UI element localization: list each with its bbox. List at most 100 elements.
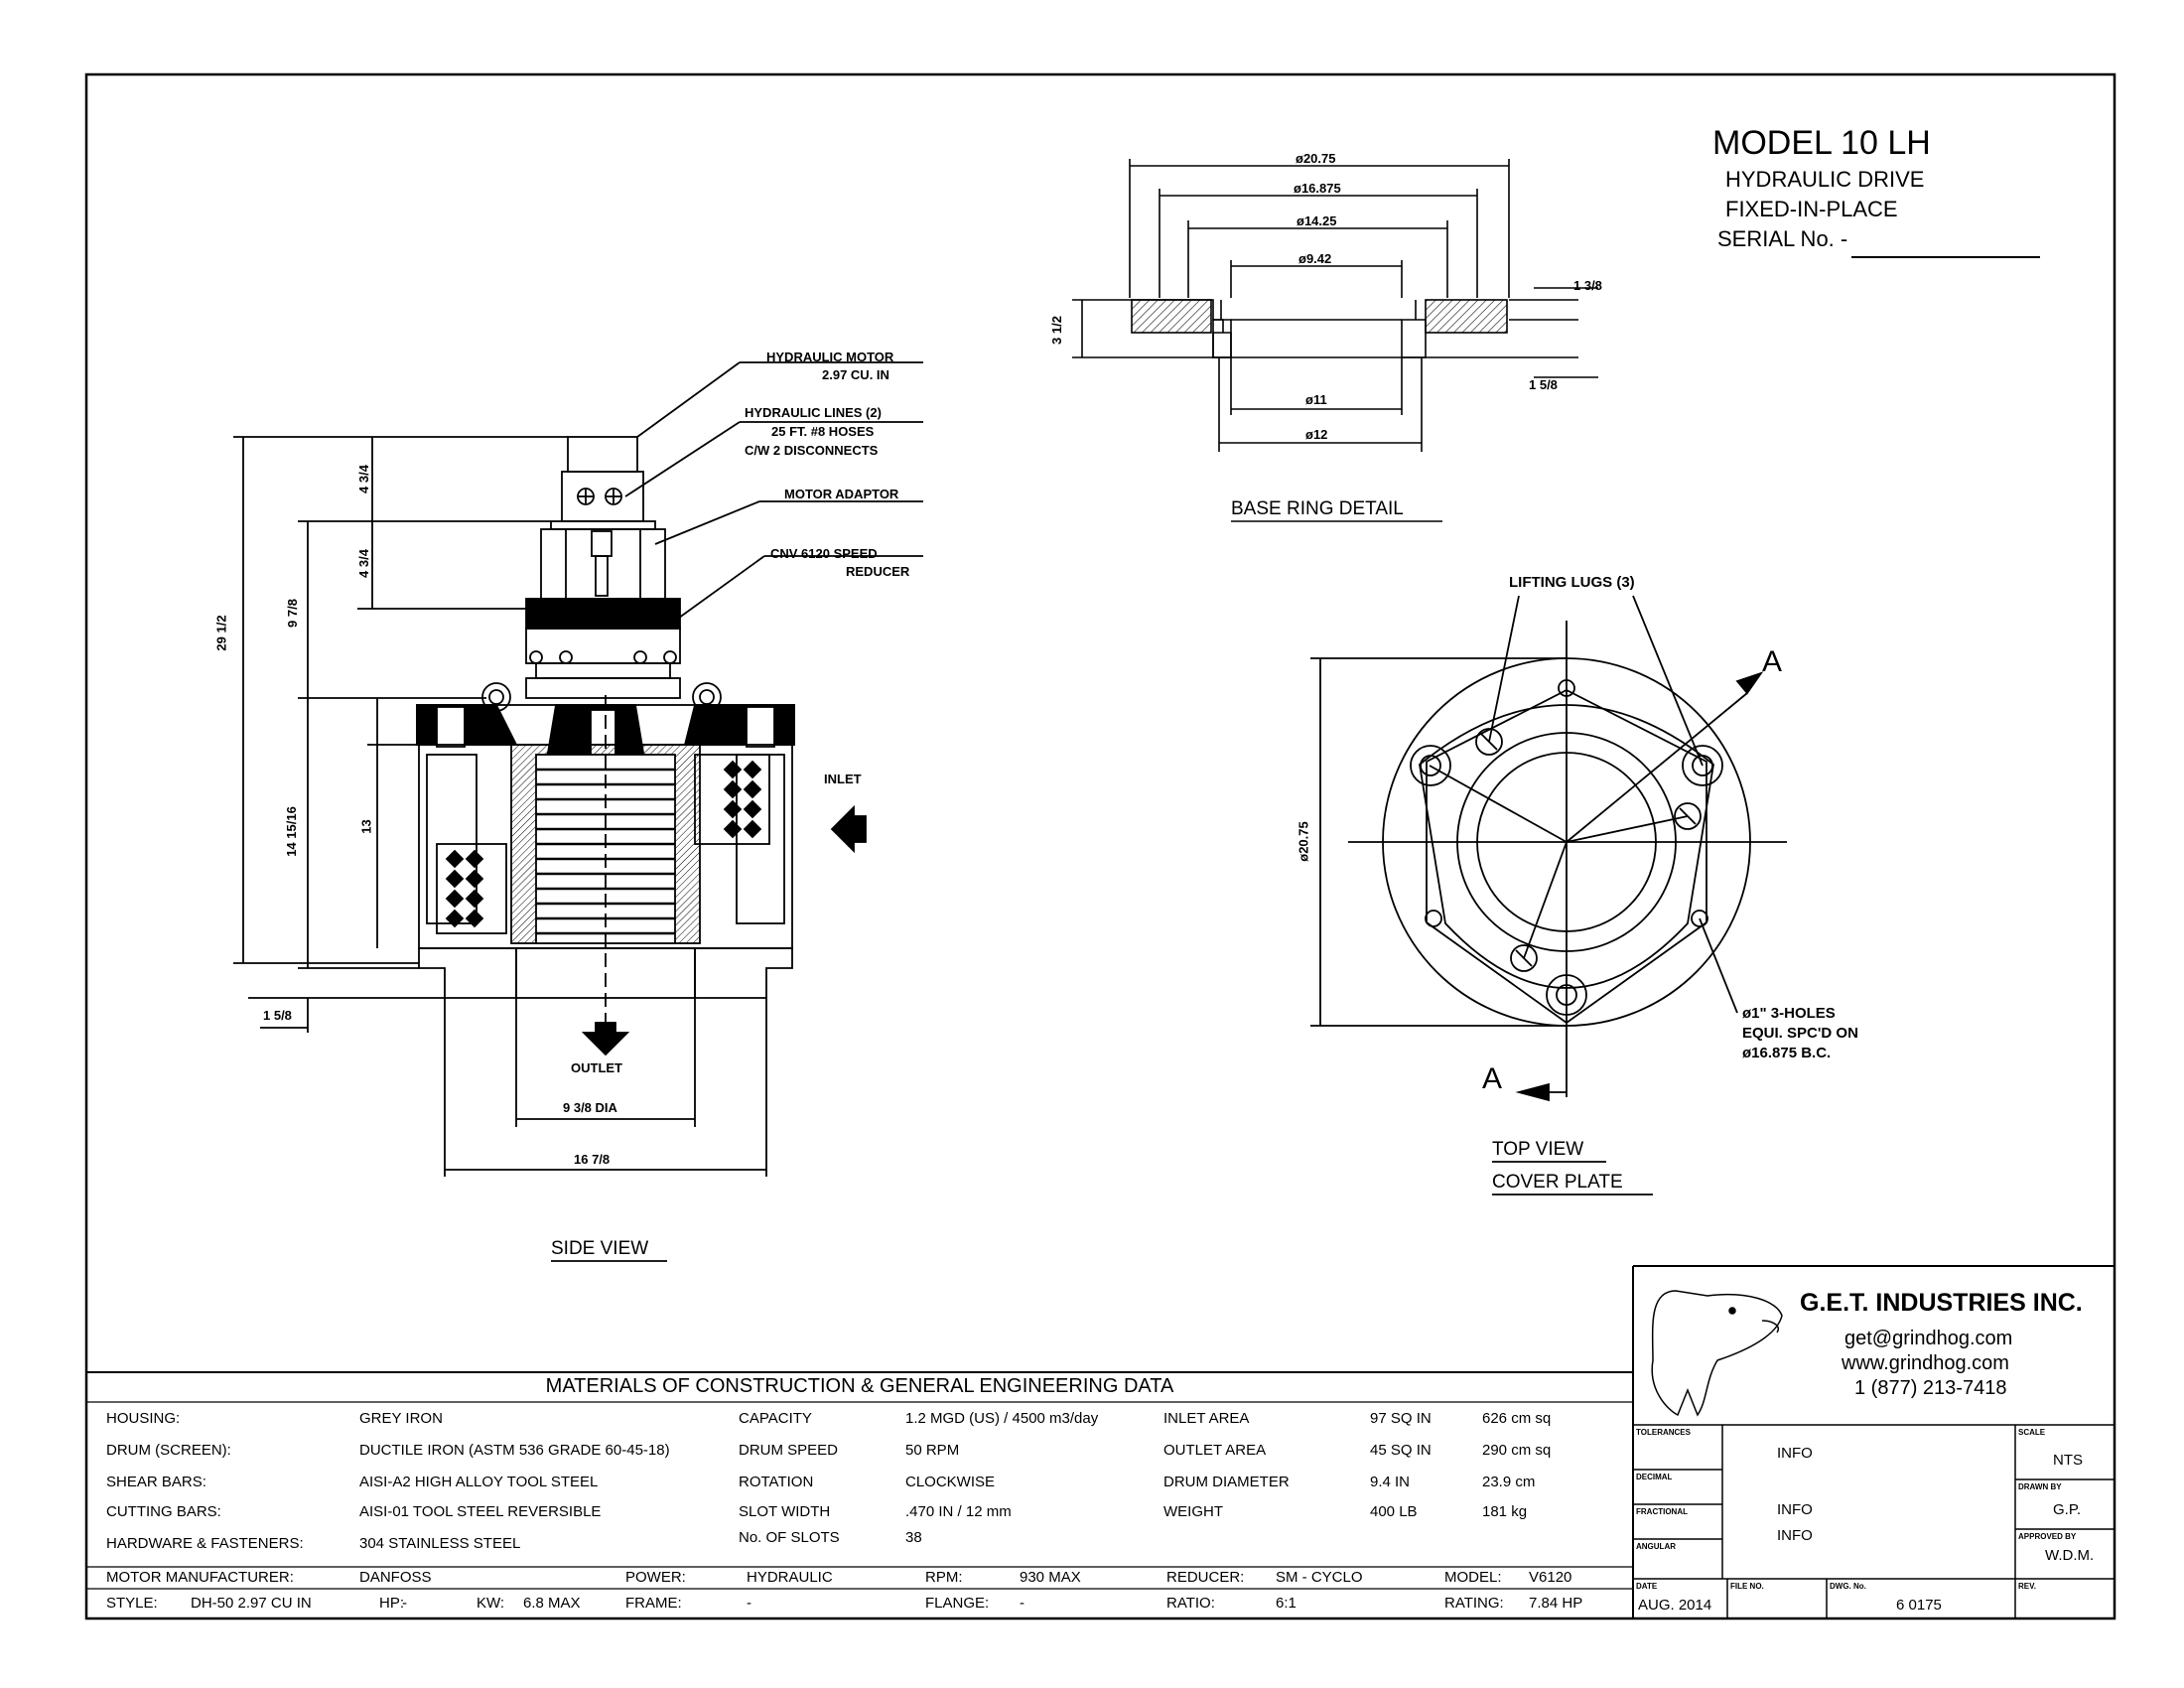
scale-value: NTS — [2053, 1452, 2083, 1469]
company-phone: 1 (877) 213-7418 — [1854, 1377, 2007, 1399]
dwg-no-label: DWG. No. — [1830, 1582, 1866, 1591]
row-q-value-imperial: 9.4 IN — [1370, 1474, 1411, 1490]
base-ring-detail — [1072, 159, 1598, 522]
row-param: ROTATION — [739, 1474, 814, 1490]
company-name: G.E.T. INDUSTRIES INC. — [1800, 1289, 2083, 1317]
tolerance-info-3: INFO — [1777, 1527, 1813, 1544]
subtitle-drive: HYDRAULIC DRIVE — [1725, 167, 1925, 192]
rpm-value: 930 MAX — [1020, 1569, 1081, 1586]
row-q-value-metric: 181 kg — [1482, 1503, 1528, 1520]
base-ring-caption: BASE RING DETAIL — [1231, 498, 1404, 519]
row-param-value: .470 IN / 12 mm — [905, 1503, 1012, 1520]
dim-drive: 9 7/8 — [284, 599, 300, 628]
dim-d12: ø12 — [1305, 427, 1328, 442]
dim-d9-42: ø9.42 — [1298, 251, 1332, 266]
dim-base: 1 5/8 — [263, 1008, 292, 1023]
row-q-value-imperial: 45 SQ IN — [1370, 1442, 1432, 1459]
top-view-caption: TOP VIEW — [1492, 1139, 1584, 1160]
fractional-label: FRACTIONAL — [1636, 1507, 1688, 1516]
model-value: V6120 — [1529, 1569, 1572, 1586]
sheet-border — [84, 72, 2116, 1620]
side-view-caption: SIDE VIEW — [551, 1238, 649, 1259]
callout-lines: HYDRAULIC LINES (2) — [745, 405, 882, 420]
row-value: 304 STAINLESS STEEL — [359, 1535, 521, 1552]
rpm-label: RPM: — [925, 1569, 963, 1586]
callout-lines-sub2: C/W 2 DISCONNECTS — [745, 443, 879, 458]
row-value: AISI-A2 HIGH ALLOY TOOL STEEL — [359, 1474, 599, 1490]
power-label: POWER: — [625, 1569, 686, 1586]
hp-label: HP: — [379, 1595, 405, 1612]
dim-d11: ø11 — [1305, 392, 1327, 407]
row-q-value-metric: 290 cm sq — [1482, 1442, 1552, 1459]
ratio-label: RATIO: — [1166, 1595, 1215, 1612]
serial-number: SERIAL No. - — [1717, 226, 1848, 251]
date-label: DATE — [1636, 1582, 1658, 1591]
row-value: AISI-01 TOOL STEEL REVERSIBLE — [359, 1503, 602, 1520]
materials-header: MATERIALS OF CONSTRUCTION & GENERAL ENGI… — [545, 1375, 1174, 1397]
dim-ring-top: 1 3/8 — [1573, 278, 1602, 293]
row-param-value: 1.2 MGD (US) / 4500 m3/day — [905, 1410, 1099, 1427]
title-block-lines — [1633, 1424, 2115, 1618]
rating-value: 7.84 HP — [1529, 1595, 1583, 1612]
tolerance-info-2: INFO — [1777, 1501, 1813, 1518]
row-value: GREY IRON — [359, 1410, 443, 1427]
section-a-top: A — [1762, 645, 1783, 678]
kw-value: 6.8 MAX — [523, 1595, 581, 1612]
row-label: SHEAR BARS: — [106, 1474, 206, 1490]
callout-motor: HYDRAULIC MOTOR — [766, 350, 894, 364]
decimal-label: DECIMAL — [1636, 1473, 1673, 1481]
row-q: OUTLET AREA — [1163, 1442, 1267, 1459]
scale-label: SCALE — [2018, 1428, 2046, 1437]
style-label: STYLE: — [106, 1595, 158, 1612]
flange-label: FLANGE: — [925, 1595, 990, 1612]
motor-manufacturer: DANFOSS — [359, 1569, 432, 1586]
dim-cover-diameter: ø20.75 — [1296, 821, 1311, 862]
rev-label: REV. — [2018, 1582, 2036, 1591]
side-view — [233, 361, 923, 1262]
row-q: INLET AREA — [1163, 1410, 1250, 1427]
kw-label: KW: — [477, 1595, 505, 1612]
cover-plate-caption: COVER PLATE — [1492, 1172, 1623, 1193]
callout-reducer: CNV 6120 SPEED — [770, 546, 878, 561]
reducer-value: SM - CYCLO — [1276, 1569, 1363, 1586]
row-value: DUCTILE IRON (ASTM 536 GRADE 60-45-18) — [359, 1442, 670, 1459]
row-q-value-imperial: 97 SQ IN — [1370, 1410, 1432, 1427]
flange-value: - — [1020, 1595, 1024, 1612]
model-label: MODEL: — [1444, 1569, 1502, 1586]
date-value: AUG. 2014 — [1638, 1597, 1712, 1614]
dim-inner: 13 — [358, 819, 374, 834]
hp-value: - — [402, 1595, 407, 1612]
inlet-label: INLET — [824, 772, 862, 786]
approved-by-label: APPROVED BY — [2018, 1532, 2077, 1541]
lifting-lugs-label: LIFTING LUGS (3) — [1509, 574, 1635, 591]
row-param: CAPACITY — [739, 1410, 812, 1427]
frame-label: FRAME: — [625, 1595, 682, 1612]
company-website: www.grindhog.com — [1842, 1352, 2009, 1374]
drawn-by-value: G.P. — [2053, 1501, 2082, 1518]
top-view — [1310, 595, 1787, 1196]
angular-label: ANGULAR — [1636, 1542, 1676, 1551]
row-param: SLOT WIDTH — [739, 1503, 831, 1520]
dim-d20-75: ø20.75 — [1296, 151, 1336, 166]
dim-ring-height: 3 1/2 — [1048, 316, 1064, 345]
dim-width: 16 7/8 — [574, 1152, 611, 1167]
holes-label-2: EQUI. SPC'D ON — [1742, 1025, 1858, 1042]
row-param-value: 50 RPM — [905, 1442, 960, 1459]
dim-d14-25: ø14.25 — [1297, 213, 1337, 228]
row-param-value: CLOCKWISE — [905, 1474, 996, 1490]
outlet-label: OUTLET — [571, 1060, 622, 1075]
dim-d16-875: ø16.875 — [1294, 181, 1341, 196]
dwg-no-value: 6 0175 — [1896, 1597, 1942, 1614]
row-param: No. OF SLOTS — [739, 1529, 840, 1546]
row-q-value-metric: 626 cm sq — [1482, 1410, 1552, 1427]
style-value: DH-50 2.97 CU IN — [191, 1595, 312, 1612]
materials-table-lines — [86, 1401, 1633, 1590]
tolerance-info-1: INFO — [1777, 1445, 1813, 1462]
holes-label-1: ø1" 3-HOLES — [1742, 1005, 1836, 1022]
file-no-label: FILE NO. — [1730, 1582, 1764, 1591]
model-title: MODEL 10 LH — [1712, 124, 1931, 162]
callout-motor-sub: 2.97 CU. IN — [822, 367, 889, 382]
dim-total-height: 29 1/2 — [213, 615, 229, 651]
